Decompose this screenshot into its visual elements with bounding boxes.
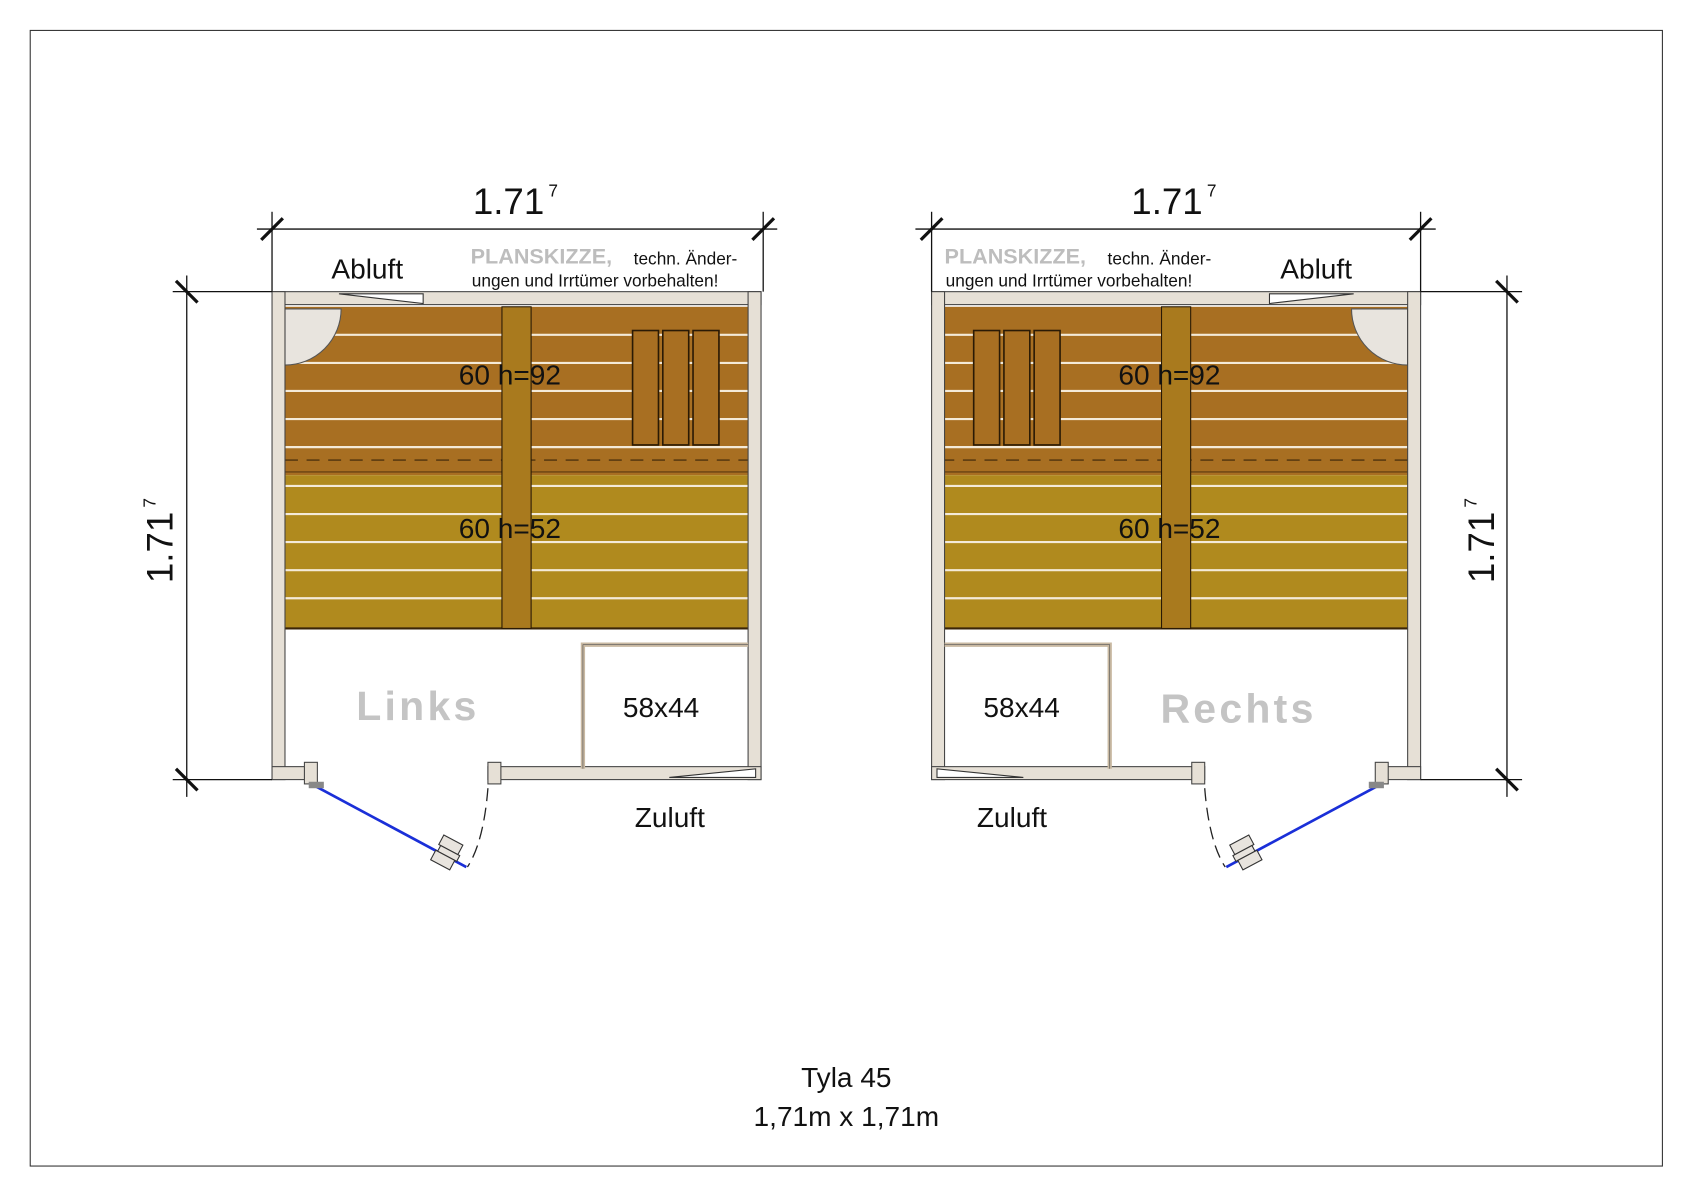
- model-size: 1,71m x 1,71m: [754, 1101, 940, 1132]
- notice-line1: techn. Änder-: [634, 249, 738, 269]
- notice-line1: techn. Änder-: [1108, 249, 1212, 269]
- depth-dimension-sup: 7: [1461, 498, 1481, 508]
- plan-rechts: 1.71 7 1.71 7 Abluft PLANSKIZZE, techn. …: [915, 181, 1523, 871]
- depth-dimension: 1.71: [1461, 512, 1502, 583]
- notice-line2: ungen und Irrtümer vorbehalten!: [946, 270, 1193, 290]
- width-dimension: 1.71: [473, 181, 544, 222]
- lower-bench-label: 60 h=52: [1118, 513, 1220, 544]
- exhaust-label: Abluft: [331, 254, 403, 285]
- stove-size-label: 58x44: [623, 692, 699, 723]
- depth-dimension: 1.71: [140, 512, 181, 583]
- notice-strong: PLANSKIZZE,: [471, 244, 612, 269]
- sheet-border: [29, 29, 1663, 1167]
- model-name: Tyla 45: [801, 1062, 891, 1093]
- intake-label: Zuluft: [635, 802, 705, 833]
- upper-bench-label: 60 h=92: [459, 360, 561, 391]
- notice-strong: PLANSKIZZE,: [945, 244, 1086, 269]
- upper-bench-label: 60 h=92: [1118, 360, 1220, 391]
- exhaust-label: Abluft: [1280, 254, 1352, 285]
- stove-size-label: 58x44: [983, 692, 1059, 723]
- side-label: Links: [356, 683, 479, 729]
- notice-line2: ungen und Irrtümer vorbehalten!: [472, 270, 719, 290]
- side-label: Rechts: [1160, 685, 1316, 731]
- width-dimension-sup: 7: [1207, 181, 1217, 201]
- width-dimension: 1.71: [1131, 181, 1202, 222]
- plan-links: 1.71 7 1.71 7 Abluft PLANSKIZZE, techn. …: [139, 181, 778, 871]
- depth-dimension-sup: 7: [139, 498, 159, 508]
- width-dimension-sup: 7: [548, 181, 558, 201]
- lower-bench-label: 60 h=52: [459, 513, 561, 544]
- intake-label: Zuluft: [977, 802, 1047, 833]
